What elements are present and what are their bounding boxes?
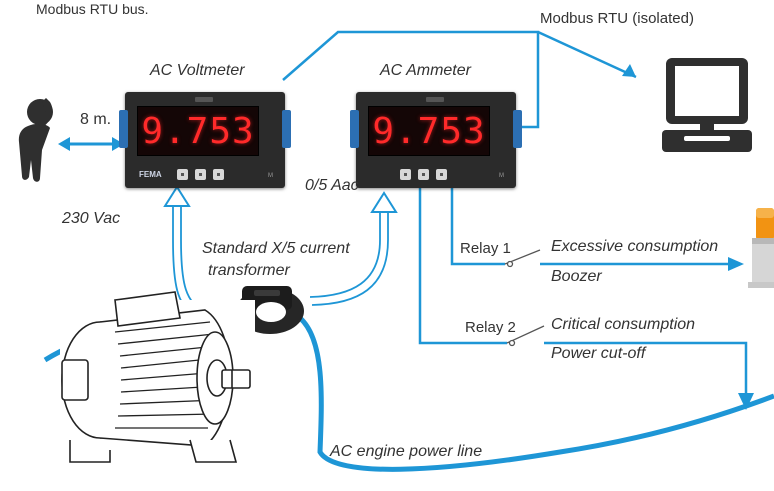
current-input-arrow bbox=[370, 191, 398, 213]
voltmeter-brand-logo: FEMA bbox=[139, 170, 162, 179]
modbus-arrowhead bbox=[622, 64, 636, 77]
relay1-description: Excessive consumption bbox=[551, 238, 719, 255]
beacon-icon bbox=[748, 208, 774, 288]
voltmeter-key-left bbox=[177, 169, 188, 180]
voltmeter-mount-bracket bbox=[282, 110, 291, 148]
voltage-input-label: 230 Vac bbox=[62, 210, 121, 227]
ammeter-mount-bracket bbox=[350, 110, 359, 148]
voltage-input-arrow bbox=[163, 185, 191, 207]
computer-icon bbox=[662, 58, 752, 152]
relay2-description: Critical consumption bbox=[551, 316, 696, 333]
relay2-arrowhead bbox=[738, 393, 754, 410]
voltmeter-key-right bbox=[213, 169, 224, 180]
modbus-network-lines bbox=[282, 30, 637, 129]
voltmeter-display: 9.753 bbox=[137, 106, 259, 156]
ammeter-key-right bbox=[436, 169, 447, 180]
relay2-label: Relay 2 bbox=[465, 319, 516, 336]
ammeter-key-middle bbox=[418, 169, 429, 180]
relay1-label: Relay 1 bbox=[460, 240, 511, 257]
voltmeter-device: 9.753 FEMA M bbox=[119, 92, 291, 188]
ammeter-display: 9.753 bbox=[368, 106, 490, 156]
relay2-action: Power cut-off bbox=[551, 345, 646, 362]
voltmeter-label: AC Voltmeter bbox=[150, 62, 245, 79]
voltmeter-top-tag bbox=[195, 97, 213, 102]
ammeter-model-text: M bbox=[499, 173, 504, 179]
modbus-bus-label: Modbus RTU bus. bbox=[36, 1, 149, 17]
modbus-line-to-pc bbox=[537, 30, 637, 79]
motor-icon bbox=[60, 291, 255, 465]
relay1-action: Boozer bbox=[551, 268, 602, 285]
ammeter-reading: 9.753 bbox=[372, 111, 486, 152]
ammeter-mount-bracket bbox=[513, 110, 522, 148]
ammeter-label: AC Ammeter bbox=[380, 62, 471, 79]
voltmeter-mount-bracket bbox=[119, 110, 128, 148]
relay1-arrowhead bbox=[728, 257, 744, 271]
voltmeter-key-middle bbox=[195, 169, 206, 180]
modbus-isolated-label: Modbus RTU (isolated) bbox=[540, 10, 694, 27]
power-line-label: AC engine power line bbox=[330, 443, 483, 460]
ct-label-line2: transformer bbox=[208, 262, 290, 279]
relay2-circuit bbox=[418, 175, 748, 395]
voltmeter-model-text: M bbox=[268, 173, 273, 179]
relay1-circuit bbox=[450, 180, 730, 268]
distance-label: 8 m. bbox=[80, 111, 112, 128]
current-input-wires bbox=[309, 212, 389, 306]
ct-label-line1: Standard X/5 current bbox=[202, 240, 350, 257]
distance-arrow bbox=[58, 137, 124, 151]
person-icon bbox=[18, 98, 53, 182]
ammeter-key-left bbox=[400, 169, 411, 180]
ammeter-device: 9.753 M bbox=[350, 92, 522, 188]
voltmeter-reading: 9.753 bbox=[141, 111, 255, 152]
current-input-label: 0/5 Aac bbox=[305, 177, 359, 194]
ammeter-top-tag bbox=[426, 97, 444, 102]
